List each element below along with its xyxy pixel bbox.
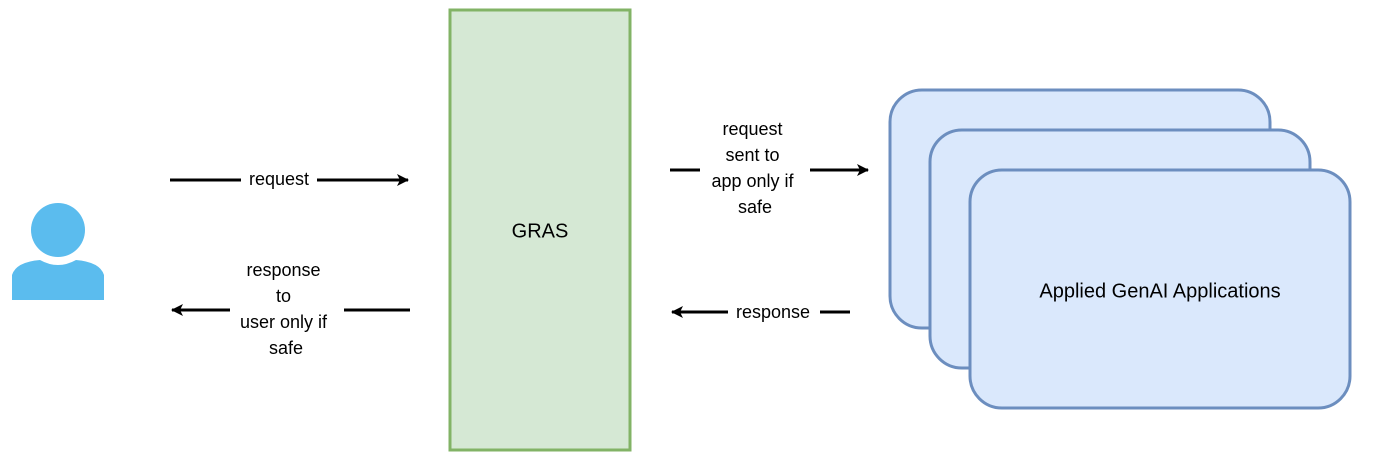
edge-gras-to-app: request sent to app only if safe: [670, 119, 869, 217]
edge-gras-to-user-label-line-3: user only if: [240, 312, 328, 332]
edge-gras-to-app-label: request sent to app only if safe: [711, 119, 798, 217]
user-icon: [12, 203, 104, 300]
edge-gras-to-user-label-line-1: response: [246, 260, 320, 280]
edge-gras-to-user-label-line-4: safe: [269, 338, 303, 358]
edge-gras-to-app-label-line-1: request: [722, 119, 782, 139]
edge-gras-to-app-label-line-4: safe: [738, 197, 772, 217]
edge-gras-to-user-label-line-2: to: [276, 286, 291, 306]
app-card-front: [968, 168, 1352, 410]
edge-gras-to-user: response to user only if safe: [171, 260, 410, 358]
edge-gras-to-user-label: response to user only if safe: [240, 260, 332, 358]
gras-node[interactable]: GRAS: [448, 8, 632, 452]
user-icon-body: [12, 260, 104, 300]
apps-label: Applied GenAI Applications: [1039, 280, 1280, 302]
gras-label: GRAS: [512, 220, 569, 242]
edge-user-to-gras-label: request: [249, 169, 309, 189]
user-icon-head: [31, 203, 85, 257]
edge-user-to-gras: request: [170, 169, 409, 189]
edge-app-to-gras-label: response: [736, 302, 810, 322]
edge-app-to-gras: response: [671, 302, 850, 322]
applied-genai-applications-node[interactable]: Applied GenAI Applications: [888, 88, 1352, 410]
gras-box: [448, 8, 632, 452]
edge-gras-to-app-label-line-3: app only if: [711, 171, 794, 191]
edge-gras-to-app-label-line-2: sent to: [725, 145, 779, 165]
